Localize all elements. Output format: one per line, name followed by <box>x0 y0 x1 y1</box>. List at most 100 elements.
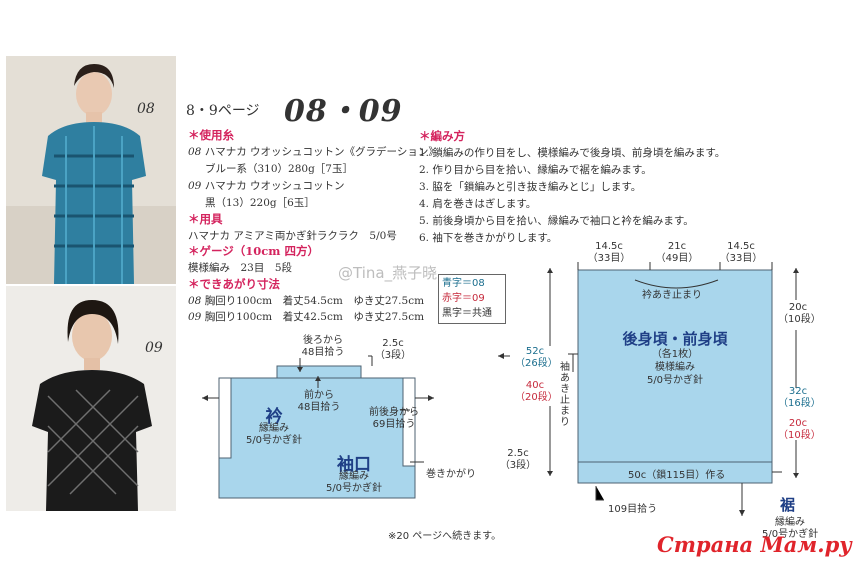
neck-stop-label: 衿あき止まり <box>642 290 702 301</box>
right-red-height-line2: （10段） <box>778 430 821 441</box>
model-photo-08-image <box>6 56 176 284</box>
materials-heading: ＊使用糸 <box>188 128 234 142</box>
width-right-label: 14.5c （33目） <box>712 241 770 265</box>
pick-hem-label: 109目拾う <box>608 504 658 515</box>
hem-height-line1: 2.5c <box>507 448 529 459</box>
top-rows-line2: （3段） <box>374 350 412 361</box>
height-total-blue-line1: 52c <box>525 346 545 357</box>
right-top-height-line2: （10段） <box>778 314 821 325</box>
hem-height-line2: （3段） <box>499 460 537 471</box>
body-title: 後身頃・前身頃 <box>622 330 728 348</box>
height-total-red-line1: 40c <box>525 380 545 391</box>
size-row2-text: 胸回り100cm 着丈42.5cm ゆき丈27.5cm <box>204 311 425 323</box>
method-step-1: 1. 鎖編みの作り目をし、模様編みで後身頃、前身頃を編みます。 <box>419 147 726 159</box>
back-pick-label: 後ろから 48目拾う <box>288 335 358 359</box>
model-numbers: 08・09 <box>284 94 403 129</box>
width-right-line2: （33目） <box>719 253 763 264</box>
hem-height-label: 2.5c （3段） <box>498 448 538 472</box>
width-mid-line2: （49目） <box>655 253 699 264</box>
tools-line1: ハマナカ アミアミ両かぎ針ラクラク 5/0号 <box>188 230 397 242</box>
collar-sub: 縁編み 5/0号かぎ針 <box>232 423 316 447</box>
gauge-heading: ＊ゲージ（10cm 四方） <box>188 244 319 258</box>
footnote: ※20 ページへ続きます。 <box>388 531 502 542</box>
site-logo: Страна Мам.ру <box>657 532 852 557</box>
method-step-3: 3. 脇を「鎖編みと引き抜き編みとじ」します。 <box>419 181 642 193</box>
top-rows-line1: 2.5c <box>382 338 404 349</box>
model-photo-09-image <box>6 286 176 511</box>
size-row1-text: 胸回り100cm 着丈54.5cm ゆき丈27.5cm <box>204 295 425 307</box>
right-red-height-line1: 20c <box>788 418 808 429</box>
materials-line3-num: 09 <box>188 180 202 192</box>
size-row1: 08 胸回り100cm 着丈54.5cm ゆき丈27.5cm <box>188 293 424 308</box>
method-heading: ＊編み方 <box>419 129 465 143</box>
cuff-sub-line1: 縁編み <box>339 471 369 482</box>
body-sub-line3: 5/0号かぎ針 <box>646 375 704 386</box>
back-pick-line2: 48目拾う <box>301 347 345 358</box>
method-step-5: 5. 前後身頃から目を拾い、縁編みで袖口と衿を編みます。 <box>419 215 694 227</box>
right-top-height-line1: 20c <box>788 302 808 313</box>
collar-sub-line2: 5/0号かぎ針 <box>245 435 303 446</box>
hem-title: 裾 <box>780 496 796 514</box>
size-heading: ＊できあがり寸法 <box>188 277 280 291</box>
photo-label-08: 08 <box>137 101 155 117</box>
watermark: @Tina_燕子晓 <box>338 264 438 282</box>
hem-sub-line2: 5/0号かぎ針 <box>762 529 819 540</box>
right-top-height: 20c （10段） <box>778 302 821 326</box>
front-pick-line1: 前から <box>304 390 334 401</box>
materials-line1-text: ハマナカ ウオッシュコットン《グラデーション》 <box>204 146 439 158</box>
height-total-blue: 52c （26段） <box>515 346 558 370</box>
right-blue-height-line2: （16段） <box>778 398 821 409</box>
color-legend: 青字＝08 赤字＝09 黒字＝共通 <box>438 274 506 324</box>
front-pick-line2: 48目拾う <box>297 402 341 413</box>
materials-line1-num: 08 <box>188 146 202 158</box>
cast-on-label: 50c（鎖115目）作る <box>628 470 726 481</box>
cuff-title: 袖口 <box>337 455 371 475</box>
body-sub-line2: 模様編み <box>655 362 695 373</box>
legend-red: 赤字＝09 <box>442 293 485 304</box>
width-left-line2: （33目） <box>587 253 631 264</box>
top-rows-label: 2.5c （3段） <box>368 338 418 362</box>
method-step-6: 6. 袖下を巻きかがりします。 <box>419 232 558 244</box>
photo-label-09: 09 <box>145 340 163 356</box>
height-total-red-line2: （20段） <box>515 392 558 403</box>
materials-line2: ブルー系（310）280g［7玉］ <box>205 163 353 175</box>
cuff-sub: 縁編み 5/0号かぎ針 <box>312 471 396 495</box>
hem-sub-line1: 縁編み <box>775 517 805 528</box>
body-sub: （各1枚） 模様編み 5/0号かぎ針 <box>618 348 732 387</box>
collar-sub-line1: 縁編み <box>259 423 289 434</box>
size-row1-num: 08 <box>188 295 202 307</box>
sleeve-stop-label: 袖あき止まり <box>560 362 570 428</box>
body-sub-line1: （各1枚） <box>651 349 699 360</box>
frontback-pick-line1: 前後身から <box>369 407 419 418</box>
size-row2-num: 09 <box>188 311 202 323</box>
right-blue-height: 32c （16段） <box>778 386 821 410</box>
legend-black: 黒字＝共通 <box>442 308 492 319</box>
page-numbers: 8・9ページ <box>186 103 260 119</box>
size-row2: 09 胸回り100cm 着丈42.5cm ゆき丈27.5cm <box>188 309 424 324</box>
materials-line4: 黒（13）220g［6玉］ <box>205 197 315 209</box>
wrap-label: 巻きかがり <box>426 469 476 480</box>
method-step-2: 2. 作り目から目を拾い、縁編みで裾を編みます。 <box>419 164 652 176</box>
hem-sub: 縁編み 5/0号かぎ針 <box>762 517 818 541</box>
width-mid-label: 21c （49目） <box>648 241 706 265</box>
materials-line1: 08 ハマナカ ウオッシュコットン《グラデーション》 <box>188 144 439 159</box>
cuff-sub-line2: 5/0号かぎ針 <box>325 483 383 494</box>
model-photo-09 <box>6 286 176 511</box>
front-pick-label: 前から 48目拾う <box>286 390 352 414</box>
width-left-line1: 14.5c <box>595 241 623 252</box>
tools-heading: ＊用具 <box>188 212 223 226</box>
right-blue-height-line1: 32c <box>788 386 808 397</box>
method-step-4: 4. 肩を巻きはぎします。 <box>419 198 537 210</box>
model-photo-08 <box>6 56 176 284</box>
gauge-line1: 模様編み 23目 5段 <box>188 262 293 274</box>
height-total-blue-line2: （26段） <box>515 358 558 369</box>
height-total-red: 40c （20段） <box>515 380 558 404</box>
frontback-pick-line2: 69目拾う <box>372 419 416 430</box>
collar-title: 衿 <box>265 407 283 427</box>
materials-line3: 09 ハマナカ ウオッシュコットン <box>188 178 345 193</box>
frontback-pick-label: 前後身から 69目拾う <box>359 407 429 431</box>
width-left-label: 14.5c （33目） <box>580 241 638 265</box>
width-mid-line1: 21c <box>667 241 687 252</box>
right-red-height: 20c （10段） <box>778 418 821 442</box>
